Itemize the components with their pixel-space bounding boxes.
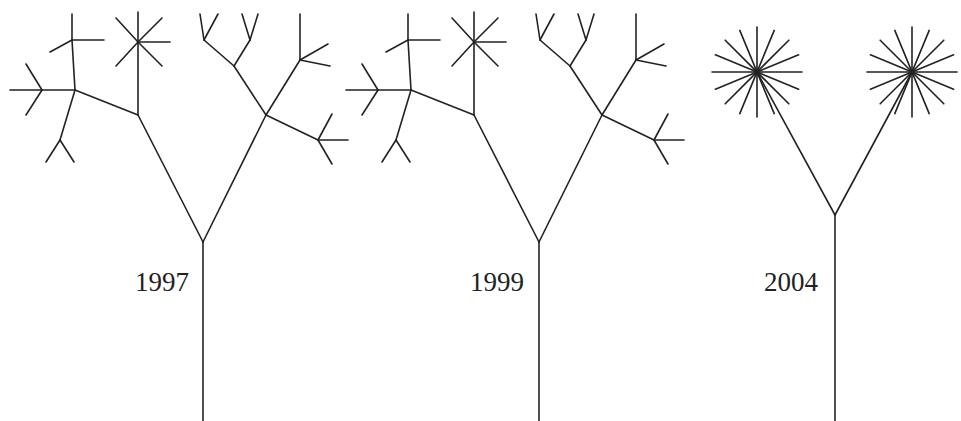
year-label: 1997 xyxy=(135,269,189,296)
year-label: 2004 xyxy=(764,269,818,296)
year-label: 1999 xyxy=(470,269,524,296)
